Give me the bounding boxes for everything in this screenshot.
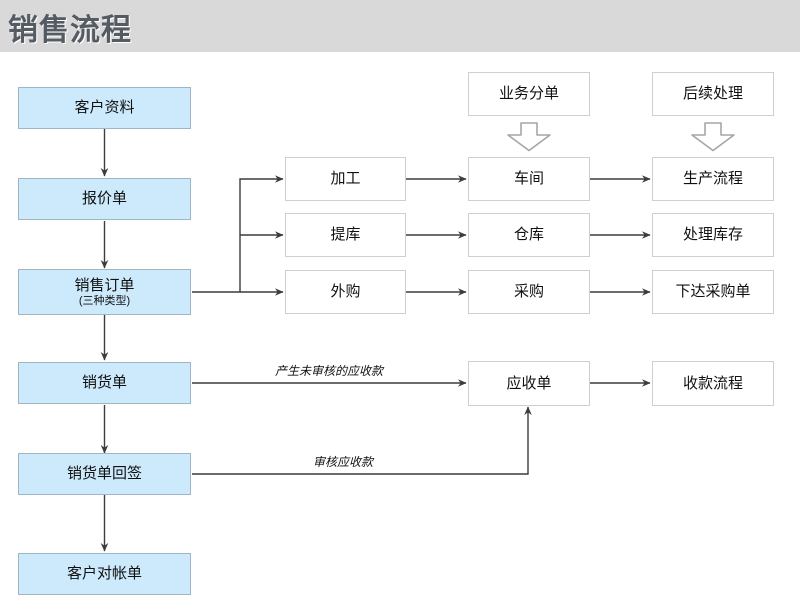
- node-processing[interactable]: 加工: [285, 157, 406, 201]
- node-customer-statement[interactable]: 客户对帐单: [18, 553, 191, 595]
- page-header: 销售流程: [0, 0, 800, 52]
- node-outsourcing[interactable]: 外购: [285, 270, 406, 314]
- edge-label-audit-receivable: 审核应收款: [313, 455, 374, 469]
- node-label: 销货单: [81, 374, 127, 392]
- node-sublabel: (三种类型): [78, 294, 131, 307]
- node-label: 客户资料: [74, 99, 135, 117]
- node-handle-inventory[interactable]: 处理库存: [652, 213, 774, 257]
- node-label: 应收单: [506, 374, 552, 392]
- node-label: 仓库: [513, 226, 544, 244]
- node-customer-profile[interactable]: 客户资料: [18, 87, 191, 129]
- column-header-label: 业务分单: [498, 85, 559, 103]
- node-label: 处理库存: [682, 226, 743, 244]
- node-collection-flow[interactable]: 收款流程: [652, 361, 774, 406]
- node-label: 销售订单: [74, 276, 135, 294]
- node-receivable[interactable]: 应收单: [468, 361, 590, 406]
- node-label: 销货单回签: [66, 465, 142, 483]
- column-header-label: 后续处理: [682, 85, 743, 103]
- block-arrow-down-icon: [507, 122, 551, 152]
- node-workshop[interactable]: 车间: [468, 157, 590, 201]
- node-label: 客户对帐单: [66, 565, 142, 583]
- node-label: 报价单: [81, 190, 127, 208]
- node-label: 加工: [330, 170, 361, 188]
- column-header-business-split: 业务分单: [468, 72, 590, 116]
- page-title: 销售流程: [8, 14, 132, 47]
- node-purchasing[interactable]: 采购: [468, 270, 590, 314]
- node-label: 采购: [513, 283, 544, 301]
- node-sales-delivery[interactable]: 销货单: [18, 362, 191, 404]
- node-stock-pickup[interactable]: 提库: [285, 213, 406, 257]
- node-label: 提库: [330, 226, 361, 244]
- node-delivery-receipt[interactable]: 销货单回签: [18, 453, 191, 495]
- edge-label-unaudited-receivable: 产生未审核的应收款: [275, 364, 384, 378]
- block-arrow-down-icon: [691, 122, 735, 152]
- node-quotation[interactable]: 报价单: [18, 178, 191, 220]
- node-warehouse[interactable]: 仓库: [468, 213, 590, 257]
- node-production-flow[interactable]: 生产流程: [652, 157, 774, 201]
- node-sales-order[interactable]: 销售订单 (三种类型): [18, 269, 191, 315]
- column-header-followup: 后续处理: [652, 72, 774, 116]
- node-label: 收款流程: [682, 374, 743, 392]
- node-label: 外购: [330, 283, 361, 301]
- node-label: 车间: [513, 170, 544, 188]
- node-label: 生产流程: [682, 170, 743, 188]
- node-issue-purchase-order[interactable]: 下达采购单: [652, 270, 774, 314]
- node-label: 下达采购单: [675, 283, 751, 301]
